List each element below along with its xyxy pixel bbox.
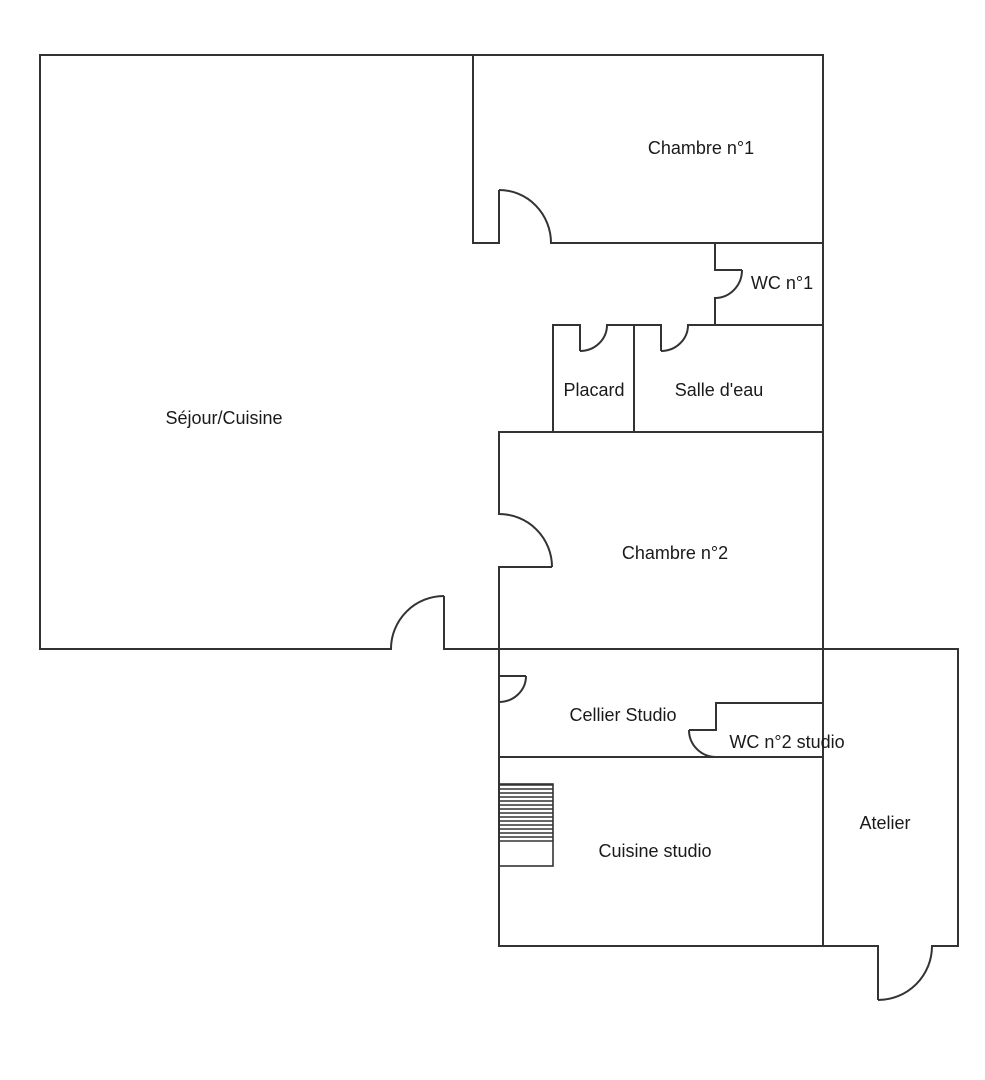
room-wc-1	[687, 242, 824, 326]
room-wc-2-studio	[688, 702, 824, 758]
label-cellier-studio: Cellier Studio	[569, 705, 676, 725]
door-swing-arc	[688, 729, 717, 758]
door-swing-arc	[877, 945, 933, 1001]
door-swing-arc	[498, 189, 552, 244]
atelier-door[interactable]	[877, 945, 933, 1001]
label-wc-1: WC n°1	[751, 273, 813, 293]
door-swing-arc	[390, 595, 445, 650]
wc2-door[interactable]	[688, 729, 717, 758]
door-swing-arc	[498, 513, 553, 568]
label-cuisine-studio: Cuisine studio	[598, 841, 711, 861]
room-cellier-studio	[498, 675, 824, 758]
room-chambre-1	[472, 54, 824, 244]
chambre1-door[interactable]	[498, 189, 552, 244]
label-chambre-2: Chambre n°2	[622, 543, 728, 563]
outer-walls	[39, 54, 959, 947]
room-labels: Séjour/Cuisine Chambre n°1 WC n°1 Placar…	[165, 138, 910, 861]
room-atelier	[877, 648, 959, 1001]
room-chambre-2	[498, 431, 553, 947]
label-sejour-cuisine: Séjour/Cuisine	[165, 408, 282, 428]
label-chambre-1: Chambre n°1	[648, 138, 754, 158]
room-placard	[552, 324, 662, 433]
entry-door[interactable]	[390, 595, 445, 650]
door-swing-arc	[498, 675, 527, 703]
cellier-door[interactable]	[498, 675, 527, 703]
door-swing-arc	[660, 324, 689, 352]
chambre2-door[interactable]	[498, 513, 553, 568]
door-swing-arc	[714, 269, 743, 299]
staircase-icon	[498, 783, 554, 867]
wc1-door[interactable]	[714, 269, 743, 299]
room-salle-deau	[498, 324, 824, 433]
label-atelier: Atelier	[859, 813, 910, 833]
salle-deau-door[interactable]	[660, 324, 689, 352]
placard-door[interactable]	[579, 324, 608, 352]
label-salle-deau: Salle d'eau	[675, 380, 764, 400]
label-wc-2-studio: WC n°2 studio	[729, 732, 844, 752]
label-placard: Placard	[563, 380, 624, 400]
door-swing-arc	[579, 324, 608, 352]
